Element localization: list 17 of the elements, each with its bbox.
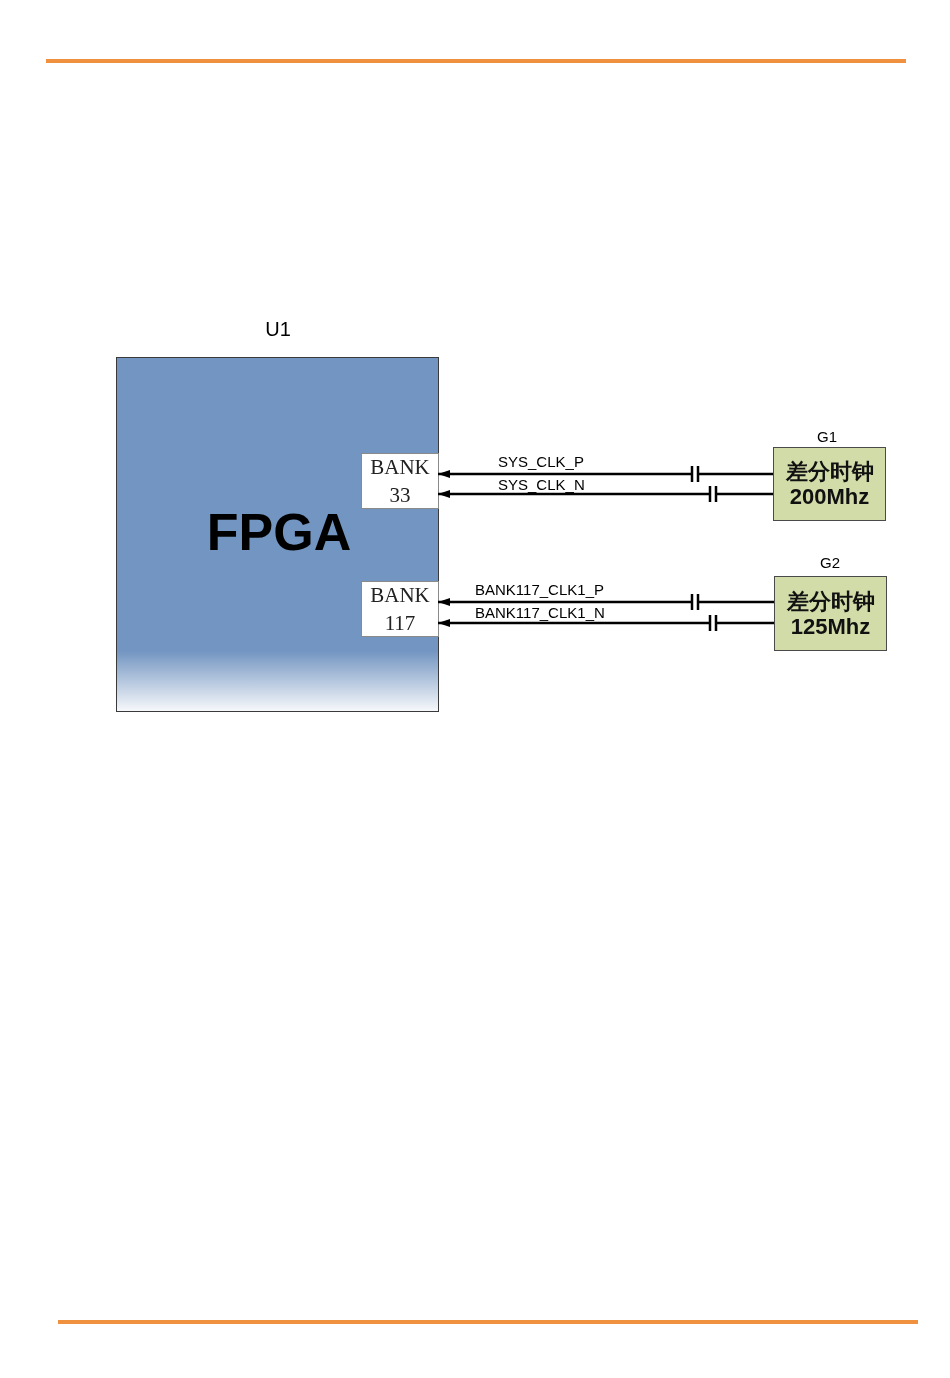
designator-label: G1: [817, 427, 837, 445]
signal-label: BANK117_CLK1_P: [475, 582, 604, 597]
io-bank-block: BANK 117: [361, 581, 439, 637]
signal-label: SYS_CLK_N: [498, 477, 585, 492]
designator-label: G2: [820, 553, 840, 571]
signal-arrow: [436, 470, 775, 478]
fpga-block: [116, 357, 439, 712]
signal-arrow: [436, 598, 776, 606]
signal-label: BANK117_CLK1_N: [475, 605, 605, 620]
fpga-label: FPGA: [206, 504, 352, 560]
io-bank-block: BANK 33: [361, 453, 439, 509]
oscillator-block: 差分时钟 125Mhz: [774, 576, 887, 651]
oscillator-block: 差分时钟 200Mhz: [773, 447, 886, 521]
signal-arrow: [436, 619, 776, 627]
signal-arrow: [436, 490, 775, 498]
designator-label: U1: [265, 318, 291, 340]
signal-label: SYS_CLK_P: [498, 454, 584, 469]
